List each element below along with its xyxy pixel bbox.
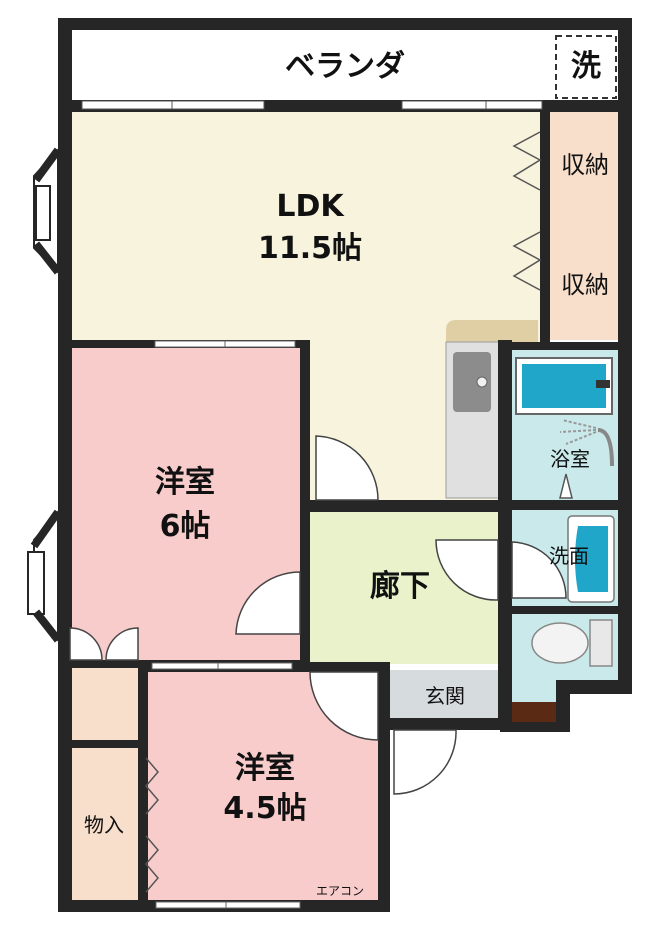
bay-window-bedroom-6 bbox=[27, 509, 62, 643]
toilet-tank bbox=[589, 619, 613, 667]
storage-label-1: 収納 bbox=[561, 151, 609, 179]
bath-door bbox=[559, 473, 573, 499]
bath-label: 浴室 bbox=[550, 447, 590, 471]
door-front bbox=[393, 729, 457, 795]
balcony-area bbox=[68, 30, 620, 104]
bathtub-water bbox=[522, 364, 606, 408]
toilet-bowl bbox=[531, 622, 589, 664]
door-ldk bbox=[315, 435, 379, 501]
ldk-size: 11.5帖 bbox=[257, 231, 363, 266]
shower-spray bbox=[559, 419, 597, 445]
aircon-label: エアコン bbox=[315, 884, 364, 898]
hallway-label: 廊下 bbox=[370, 569, 430, 604]
storage-folding-doors bbox=[145, 131, 542, 893]
entrance-label: 玄関 bbox=[425, 684, 465, 708]
bath-tap bbox=[596, 380, 610, 388]
shoe-cabinet bbox=[512, 702, 556, 722]
storage-floor bbox=[548, 110, 618, 340]
door-closet-left bbox=[69, 627, 103, 661]
bedroom-45-label: 洋室 bbox=[235, 751, 295, 786]
washer-box bbox=[555, 35, 617, 99]
bedroom-45-size: 4.5帖 bbox=[223, 791, 307, 826]
door-bedroom-6 bbox=[235, 571, 301, 635]
balcony-windows bbox=[81, 100, 543, 110]
closet-floor bbox=[68, 668, 138, 740]
storeroom-label: 物入 bbox=[84, 813, 124, 837]
washer-label: 洗 bbox=[571, 49, 601, 84]
balcony-label: ベランダ bbox=[285, 49, 405, 84]
doors bbox=[69, 435, 567, 795]
bedroom-6-size: 6帖 bbox=[159, 509, 211, 544]
door-hallway bbox=[435, 539, 499, 601]
door-washroom bbox=[511, 541, 567, 599]
storage-label-2: 収納 bbox=[561, 271, 609, 299]
wash-bowl bbox=[575, 526, 608, 592]
ldk-floor bbox=[68, 110, 542, 343]
interior-windows bbox=[151, 340, 301, 909]
entrance-floor bbox=[388, 670, 500, 722]
ldk-label: LDK bbox=[276, 189, 344, 224]
bedroom-6-label: 洋室 bbox=[155, 465, 215, 500]
sink-faucet bbox=[476, 376, 488, 388]
door-bedroom-45 bbox=[309, 671, 379, 741]
kitchen-sink bbox=[453, 352, 491, 412]
bay-window-ldk bbox=[32, 147, 62, 275]
door-closet-right bbox=[105, 627, 139, 661]
storeroom-floor bbox=[68, 748, 138, 900]
washroom-label: 洗面 bbox=[549, 544, 589, 568]
shower-hose bbox=[597, 428, 614, 467]
